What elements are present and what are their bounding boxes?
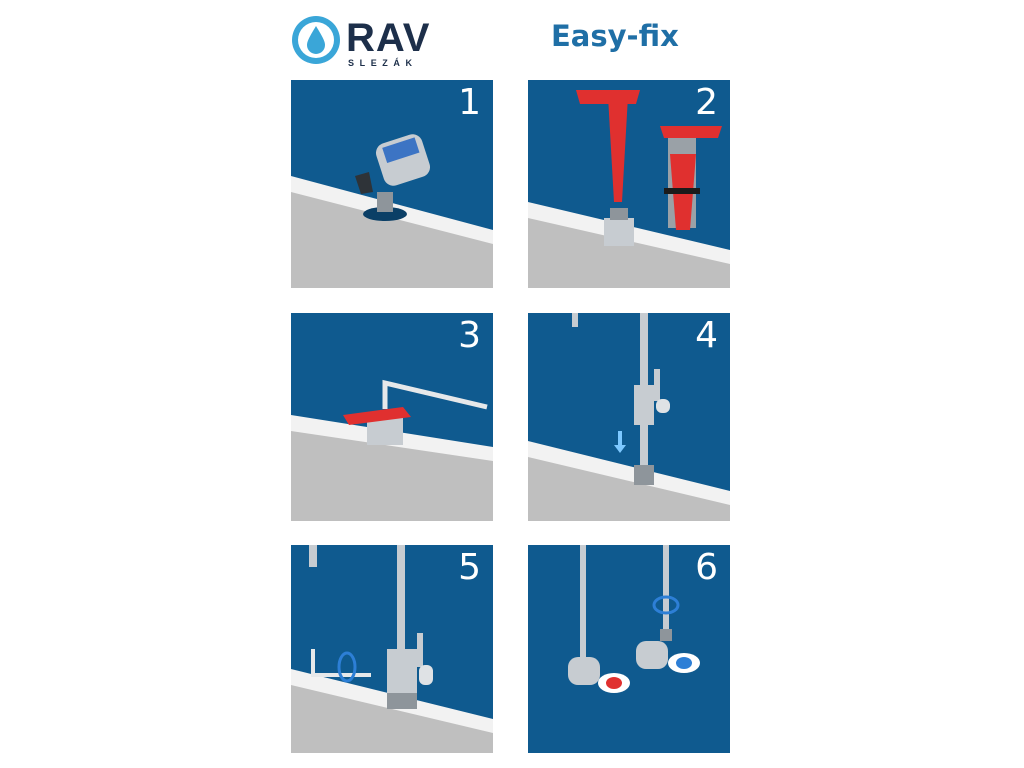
step-5-illustration xyxy=(291,545,493,753)
step-panel-2: 2 xyxy=(528,80,730,288)
step-number: 1 xyxy=(458,82,481,123)
step-6-illustration xyxy=(568,545,700,693)
water-drop-logo-icon xyxy=(292,16,340,64)
step-panel-4: 4 xyxy=(528,313,730,521)
step-3-illustration xyxy=(291,379,493,521)
step-number: 5 xyxy=(458,547,481,588)
step-2-illustration xyxy=(528,90,730,288)
step-number: 4 xyxy=(695,315,718,356)
step-1-illustration xyxy=(291,134,493,288)
page-title: Easy-fix xyxy=(551,19,679,53)
step-panel-3: 3 xyxy=(291,313,493,521)
step-number: 2 xyxy=(695,82,718,123)
step-panel-5: 5 xyxy=(291,545,493,753)
step-number: 6 xyxy=(695,547,718,588)
brand-name: RAV xyxy=(346,16,431,60)
brand-subname: SLEZÁK xyxy=(348,58,418,68)
down-arrow-icon xyxy=(614,431,626,453)
step-4-illustration xyxy=(528,313,730,521)
step-number: 3 xyxy=(458,315,481,356)
rav-logo: RAV SLEZÁK xyxy=(290,14,440,70)
step-panel-1: 1 xyxy=(291,80,493,288)
step-panel-6: 6 xyxy=(528,545,730,753)
rotate-arrow-icon xyxy=(652,595,680,615)
